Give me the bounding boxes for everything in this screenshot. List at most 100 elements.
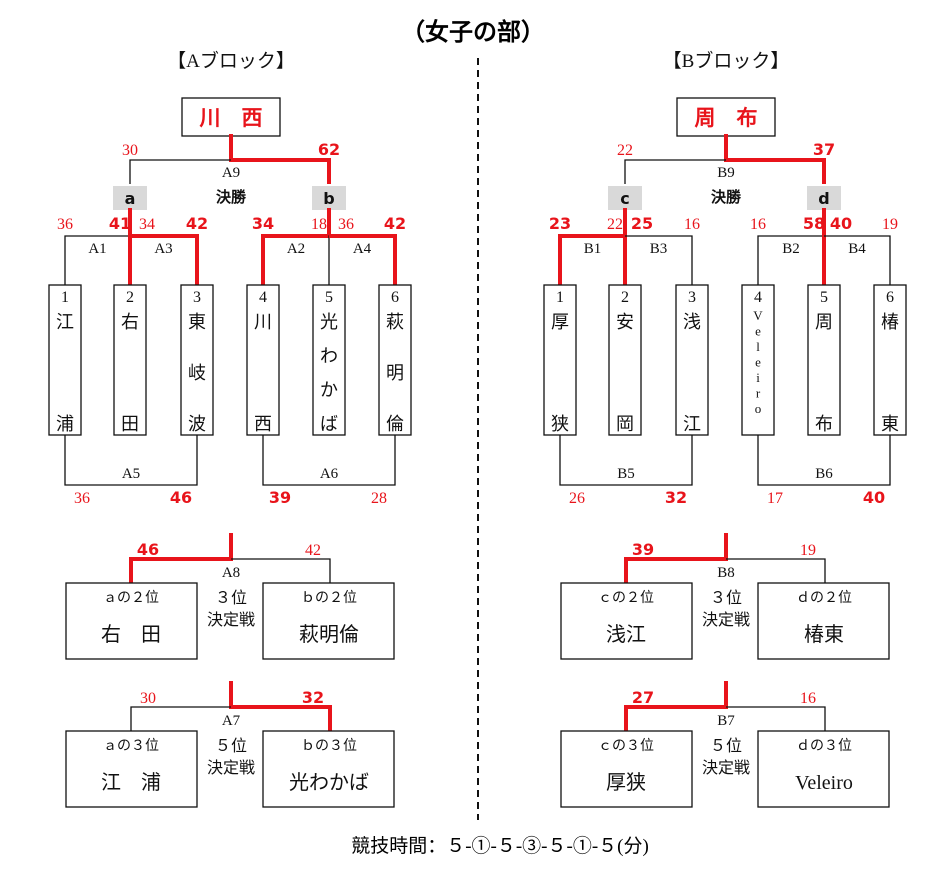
team-name-char: 狭	[551, 414, 569, 434]
fifth-label-bottom: 決定戦	[702, 759, 750, 777]
champion-name: 川 西	[199, 106, 263, 130]
team-name-group: 萩明倫	[386, 312, 404, 434]
third-label-bottom: 決定戦	[702, 611, 750, 629]
team-number: 1	[556, 289, 564, 306]
bottom-match-score: 40	[863, 488, 885, 507]
fifth-label-top: ５位	[710, 737, 742, 755]
team-name-group: 右田	[121, 312, 139, 434]
team-name-char: 右	[121, 312, 139, 332]
r1-left-arm	[757, 235, 824, 285]
third-match-label: B8	[717, 565, 735, 581]
final-left-score: 22	[617, 142, 633, 159]
team-name-char: 江	[56, 312, 74, 332]
fifth-left-team: 厚狭	[606, 771, 646, 794]
team-number: 2	[621, 289, 629, 306]
r1-score: 42	[384, 214, 406, 233]
third-match-label: A8	[222, 565, 240, 581]
third-left-line	[624, 557, 726, 583]
r1-score: 34	[139, 216, 155, 233]
fifth-left-line	[130, 706, 231, 731]
r1-score: 36	[57, 216, 73, 233]
team-name-group: 椿東	[881, 312, 899, 434]
third-right-score: 19	[800, 542, 816, 559]
third-right-score: 42	[305, 542, 321, 559]
r1-score: 34	[252, 214, 274, 233]
team-name-group: 安岡	[616, 312, 634, 434]
r1-left-arm	[558, 234, 625, 285]
team-name-char: わ	[320, 346, 338, 366]
final-label: 決勝	[216, 188, 247, 206]
fifth-left-box	[65, 730, 198, 808]
bottom-match-line	[262, 435, 396, 486]
semi-label-box	[807, 186, 841, 210]
team-box	[807, 284, 841, 436]
final-label: 決勝	[711, 188, 742, 206]
team-name-char: o	[755, 401, 762, 416]
third-left-box	[65, 582, 198, 660]
fifth-right-box	[757, 730, 890, 808]
semi-label: d	[818, 189, 829, 208]
team-name-char: 江	[683, 414, 701, 434]
third-left-team: 右 田	[101, 623, 161, 646]
fifth-right-team: 光わかば	[289, 771, 369, 794]
semi-label-box	[608, 186, 642, 210]
fifth-left-line	[624, 705, 726, 731]
third-right-team: 萩明倫	[299, 623, 359, 646]
final-left-line	[624, 159, 726, 184]
r1-left-arm	[64, 235, 130, 285]
team-name-char: 東	[881, 414, 899, 434]
bottom-match-line	[559, 435, 693, 486]
team-name-char: か	[320, 380, 338, 400]
r1-match-label: B2	[782, 241, 800, 257]
team-number: 4	[259, 289, 267, 306]
third-right-box	[757, 582, 890, 660]
final-right-score: 62	[318, 140, 340, 159]
team-name-char: 川	[254, 312, 272, 332]
final-right-line	[231, 158, 331, 184]
r1-match-label: B1	[584, 241, 602, 257]
team-name-char: i	[756, 370, 760, 385]
final-left-score: 30	[122, 142, 138, 159]
team-name-group: 光わかば	[320, 312, 338, 434]
r1-match-label: A3	[154, 241, 172, 257]
team-name-group: 厚狭	[551, 312, 569, 434]
fifth-right-score: 32	[302, 688, 324, 707]
bottom-match-score: 39	[269, 488, 291, 507]
team-name-char: 布	[815, 414, 833, 434]
third-right-title: ｂの２位	[301, 590, 357, 606]
third-left-score: 46	[137, 540, 159, 559]
team-name-group: 江浦	[56, 312, 74, 434]
team-number: 3	[688, 289, 696, 306]
fifth-right-title: ｄの３位	[796, 738, 852, 754]
team-name-char: 厚	[551, 312, 569, 332]
third-left-title: ｃの２位	[598, 590, 654, 606]
team-name-group: 浅江	[683, 312, 701, 434]
team-name-char: 東	[188, 312, 206, 332]
r1-match-label: B4	[848, 241, 866, 257]
third-right-line	[726, 558, 826, 583]
team-name-char: 萩	[386, 312, 404, 332]
third-right-title: ｄの２位	[796, 590, 852, 606]
team-name-char: 周	[815, 312, 833, 332]
champion-name: 周 布	[695, 106, 758, 130]
fifth-label-bottom: 決定戦	[207, 759, 255, 777]
team-name-group: 東岐波	[188, 312, 206, 434]
team-name-char: r	[756, 386, 761, 401]
third-left-title: ａの２位	[103, 590, 159, 606]
third-left-team: 浅江	[606, 623, 646, 646]
r1-score: 36	[338, 216, 354, 233]
semi-label: a	[125, 189, 136, 208]
final-left-line	[129, 159, 231, 184]
bottom-match-line	[64, 435, 198, 486]
bottom-match-label: B5	[617, 466, 635, 482]
fifth-label-top: ５位	[215, 737, 247, 755]
bottom-match-score: 17	[767, 490, 783, 507]
fifth-right-box	[262, 730, 395, 808]
team-name-char: e	[755, 324, 761, 339]
r1-match-label: A1	[88, 241, 106, 257]
third-right-line	[231, 558, 331, 583]
team-number: 2	[126, 289, 134, 306]
champion-box	[676, 97, 776, 137]
semi-label-box	[312, 186, 346, 210]
